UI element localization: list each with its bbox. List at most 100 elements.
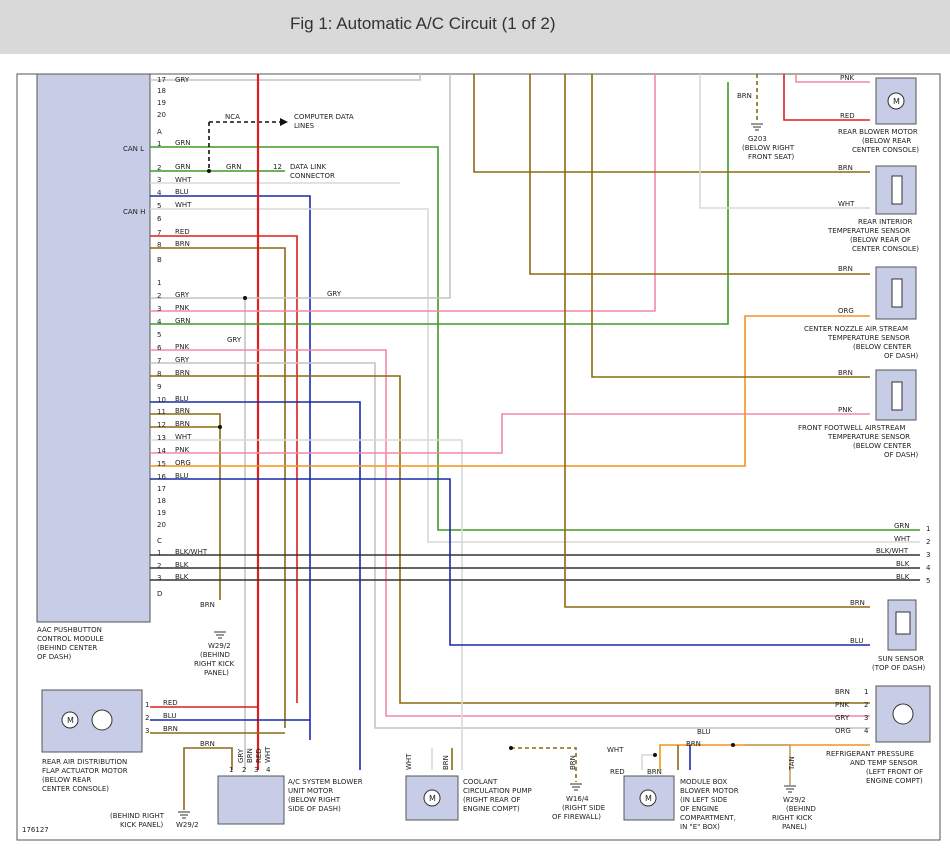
svg-text:3: 3 [157, 305, 161, 313]
splice-dot [218, 425, 222, 429]
svg-text:16: 16 [157, 473, 166, 481]
svg-text:8: 8 [157, 241, 161, 249]
svg-text:9: 9 [157, 383, 161, 391]
figure-title: Fig 1: Automatic A/C Circuit (1 of 2) [290, 14, 556, 33]
svg-text:WHT: WHT [264, 746, 272, 763]
blower-wire-labels: 1 2 3 4 GRY BRN RED WHT [229, 746, 272, 774]
svg-text:RED: RED [255, 748, 263, 763]
svg-text:ORG: ORG [835, 727, 851, 735]
svg-text:D: D [157, 590, 162, 598]
svg-text:11: 11 [157, 408, 166, 416]
svg-text:3: 3 [864, 714, 868, 722]
svg-text:BLU: BLU [175, 188, 188, 196]
svg-text:RED: RED [163, 699, 178, 707]
svg-text:1: 1 [157, 549, 161, 557]
rear-interior-sensor-label: REAR INTERIOR TEMPERATURE SENSOR (BELOW … [827, 218, 919, 253]
gry-b2-label: GRY [327, 290, 342, 298]
svg-text:6: 6 [157, 344, 162, 352]
svg-text:BLK/WHT: BLK/WHT [876, 547, 909, 555]
computer-data-lines-label: COMPUTER DATA LINES [294, 113, 356, 130]
motor-icon [887, 92, 905, 110]
svg-text:18: 18 [157, 87, 166, 95]
svg-text:BRN: BRN [175, 369, 190, 377]
pnk-ff-label: PNK [838, 406, 852, 414]
svg-text:17: 17 [157, 485, 166, 493]
svg-text:GRY: GRY [835, 714, 850, 722]
svg-text:GRY: GRY [175, 291, 190, 299]
svg-text:RED: RED [175, 228, 190, 236]
ground-symbol-icon [178, 811, 190, 819]
rear-blower-label: REAR BLOWER MOTOR (BELOW REAR CENTER CON… [838, 128, 920, 154]
mb-blu-label: BLU [697, 728, 710, 736]
svg-text:2: 2 [157, 292, 161, 300]
svg-text:2: 2 [145, 714, 149, 722]
svg-text:BRN: BRN [163, 725, 178, 733]
svg-text:17: 17 [157, 76, 166, 84]
svg-text:PNK: PNK [175, 304, 189, 312]
can-h-label: CAN H [123, 208, 145, 216]
ground-symbol-icon [214, 631, 226, 639]
control-module-box [36, 73, 151, 623]
control-module-label: AAC PUSHBUTTON CONTROL MODULE (BEHIND CE… [37, 626, 106, 661]
svg-text:4: 4 [157, 189, 162, 197]
blower-unit-box [217, 775, 285, 825]
svg-text:BLU: BLU [163, 712, 176, 720]
svg-text:19: 19 [157, 99, 166, 107]
ground-symbol-icon [784, 785, 796, 793]
org-cn-label: ORG [838, 307, 854, 315]
svg-text:6: 6 [157, 215, 162, 223]
thermistor-icon [891, 278, 903, 308]
mb-brn-label: BRN [686, 740, 701, 748]
svg-text:5: 5 [157, 331, 161, 339]
header-bar: Fig 1: Automatic A/C Circuit (1 of 2) [0, 0, 950, 54]
svg-text:1: 1 [157, 279, 161, 287]
svg-text:BRN: BRN [175, 420, 190, 428]
svg-text:4: 4 [864, 727, 869, 735]
ground-symbol-icon [751, 123, 763, 131]
svg-text:19: 19 [157, 509, 166, 517]
svg-text:BLU: BLU [175, 472, 188, 480]
svg-text:GRY: GRY [237, 748, 245, 763]
svg-text:15: 15 [157, 460, 166, 468]
photodiode-icon [895, 611, 911, 635]
thermistor-icon [891, 381, 903, 411]
splice-dot [207, 169, 211, 173]
grn-dl-label: GRN [226, 163, 242, 171]
svg-text:5: 5 [157, 202, 161, 210]
svg-text:C: C [157, 537, 162, 545]
motor-m: M [645, 794, 652, 803]
svg-text:BLK: BLK [896, 560, 910, 568]
pnk-rb-label: PNK [840, 74, 854, 82]
wires [150, 74, 920, 810]
refrigerant-sensor-label: REFRIGERANT PRESSURE AND TEMP SENSOR (LE… [826, 750, 925, 785]
w29-flap-ground-label: (BEHIND RIGHT KICK PANEL) W29/2 [110, 812, 199, 829]
svg-text:13: 13 [157, 434, 166, 442]
motor-icon [61, 711, 79, 729]
svg-text:BLK: BLK [175, 573, 189, 581]
red-rb-label: RED [840, 112, 855, 120]
svg-text:2: 2 [157, 164, 161, 172]
svg-text:2: 2 [864, 701, 868, 709]
svg-text:GRY: GRY [175, 356, 190, 364]
splice-dot [509, 746, 513, 750]
svg-text:GRY: GRY [175, 76, 190, 84]
data-link-pin: 12 [273, 163, 282, 171]
brn-g203-label: BRN [737, 92, 752, 100]
svg-text:1: 1 [864, 688, 868, 696]
svg-text:1: 1 [229, 766, 233, 774]
svg-text:10: 10 [157, 396, 166, 404]
cp-wht-label: WHT [405, 753, 413, 770]
svg-text:20: 20 [157, 521, 166, 529]
svg-text:1: 1 [926, 525, 930, 533]
svg-text:2: 2 [157, 562, 161, 570]
brn-sun-label: BRN [850, 599, 865, 607]
svg-text:BLK/WHT: BLK/WHT [175, 548, 208, 556]
rear-flap-motor-label: REAR AIR DISTRIBUTION FLAP ACTUATOR MOTO… [42, 758, 130, 793]
mb-red-label: RED [610, 768, 625, 776]
svg-text:8: 8 [157, 370, 161, 378]
cp-ground-wire-label: BRN [569, 755, 577, 770]
motor-m: M [67, 716, 74, 725]
svg-text:3: 3 [254, 766, 258, 774]
center-nozzle-sensor-label: CENTER NOZZLE AIR STREAM TEMPERATURE SEN… [804, 325, 919, 360]
